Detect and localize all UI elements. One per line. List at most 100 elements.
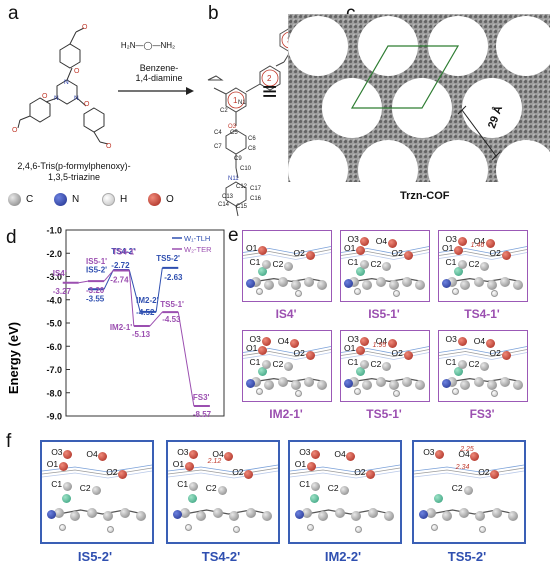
atom-label-c10: C10 [240,166,252,172]
ring-carbon-atom [264,380,275,391]
o2-atom [244,470,254,479]
hydrogen-atom [255,388,263,396]
hydrogen-atom [355,526,363,533]
c2-atom [91,486,101,495]
ring-carbon-atom [251,377,262,388]
ring-carbon-atom [349,377,360,388]
ring-carbon-atom [349,277,360,288]
ring-carbon-atom [304,277,314,288]
o1-atom [306,462,316,471]
legend-nitrogen-label: N [72,194,80,205]
atom-label-c2: C2 [468,359,480,370]
cof-lattice-image [288,14,550,202]
ring-carbon-atom [196,511,206,521]
y-tick-label: -2.0 [46,249,62,259]
c1-atom [63,482,73,491]
panel-f-caption: IM2-2' [324,549,362,564]
svg-text:N: N [74,95,79,102]
atom-label-o1: O1 [294,459,307,469]
nitrogen-atom [246,278,256,288]
ring-carbon-atom [513,280,524,291]
state-label: TS5-1' [160,300,184,309]
ring-carbon-atom [402,377,412,388]
state-label: IS5-1' [86,257,107,266]
state-label: IM2-1' [110,323,132,332]
o4-atom [98,452,108,461]
o1-atom [184,462,194,471]
ring-carbon-atom [362,280,373,291]
energy-profile-chart: Energy (eV) -1.0-2.0-3.0-4.0-5.0-6.0-7.0… [6,226,225,422]
atom-label-o4: O4 [334,449,346,459]
ring-carbon-atom [367,508,378,518]
c2-atom [463,486,473,495]
o3-atom [359,237,369,247]
hydrogen-atom [392,289,400,297]
legend-carbon-ball [8,193,21,206]
ring-carbon-atom [508,511,518,521]
svg-text:O: O [74,68,80,75]
atom-label-o4: O4 [458,449,470,459]
atom-label-c2: C2 [272,259,284,270]
svg-text:O: O [106,143,112,150]
ring-carbon-atom [212,508,223,518]
connector-line [103,269,114,290]
panel-e-caption: IS4' [275,307,297,321]
hydrogen-atom [451,388,459,396]
atom-label-c1: C1 [249,356,261,367]
reagent-formula: H₂N—◯—NH₂ [120,41,176,50]
panel-e-caption: IM2-1' [269,407,303,421]
hydrogen-atom [255,288,263,296]
o2-atom [305,251,315,261]
hydrogen-atom [490,389,498,397]
connector-line [177,311,195,407]
atom-label-o2: O2 [391,348,403,359]
atom-label-o1: O1 [344,242,356,253]
energy-value-label: -4.53 [162,315,181,324]
energy-value-label: -3.55 [86,294,105,303]
bond-distance-label: 2.12 [207,458,222,465]
ring-carbon-atom [375,277,386,288]
nitrogen-atom [442,378,452,388]
hydrogen-atom [107,526,115,533]
atom-label-c13: C13 [222,194,234,200]
svg-text:O: O [42,93,48,100]
ring-label-2: 2 [267,74,272,83]
ring-carbon-atom [473,277,484,288]
atom-label-c1: C1 [249,256,261,267]
legend-hydrogen-ball [102,193,115,206]
ring-carbon-atom [447,377,458,388]
state-label: TS4-2' [111,247,135,256]
atom-label-o2: O2 [478,467,490,477]
hydrogen-atom [451,288,459,296]
ring-carbon-atom [442,511,452,521]
ring-carbon-atom [425,508,436,518]
legend-oxygen-label: O [166,194,174,205]
atom-label-o2: O2 [489,248,501,259]
atom-label-o3: O3 [423,447,435,457]
o3-atom [63,450,73,459]
o4-atom [387,338,397,348]
atom-label-o4: O4 [212,449,224,459]
y-tick-label: -6.0 [46,342,62,352]
o2-atom [501,251,511,261]
panel-letter-b: b [208,3,219,24]
atom-label-o4: O4 [473,335,486,346]
bond-distance-label: 1.46 [470,242,485,250]
state-label: IS4' [53,269,67,278]
c1-atom [359,259,369,269]
atom-label-c1: C1 [347,256,359,267]
hydrogen-atom [306,524,314,531]
hydrogen-atom [294,389,302,397]
metal-atom [454,367,464,377]
atom-legend: C N H O [8,192,188,208]
o2-atom [305,351,315,361]
panel-letter-c: c [346,3,356,24]
atom-label-c14: C14 [218,202,230,208]
o2-atom [501,351,511,361]
y-tick-label: -3.0 [46,272,62,282]
o1-atom [58,462,68,471]
